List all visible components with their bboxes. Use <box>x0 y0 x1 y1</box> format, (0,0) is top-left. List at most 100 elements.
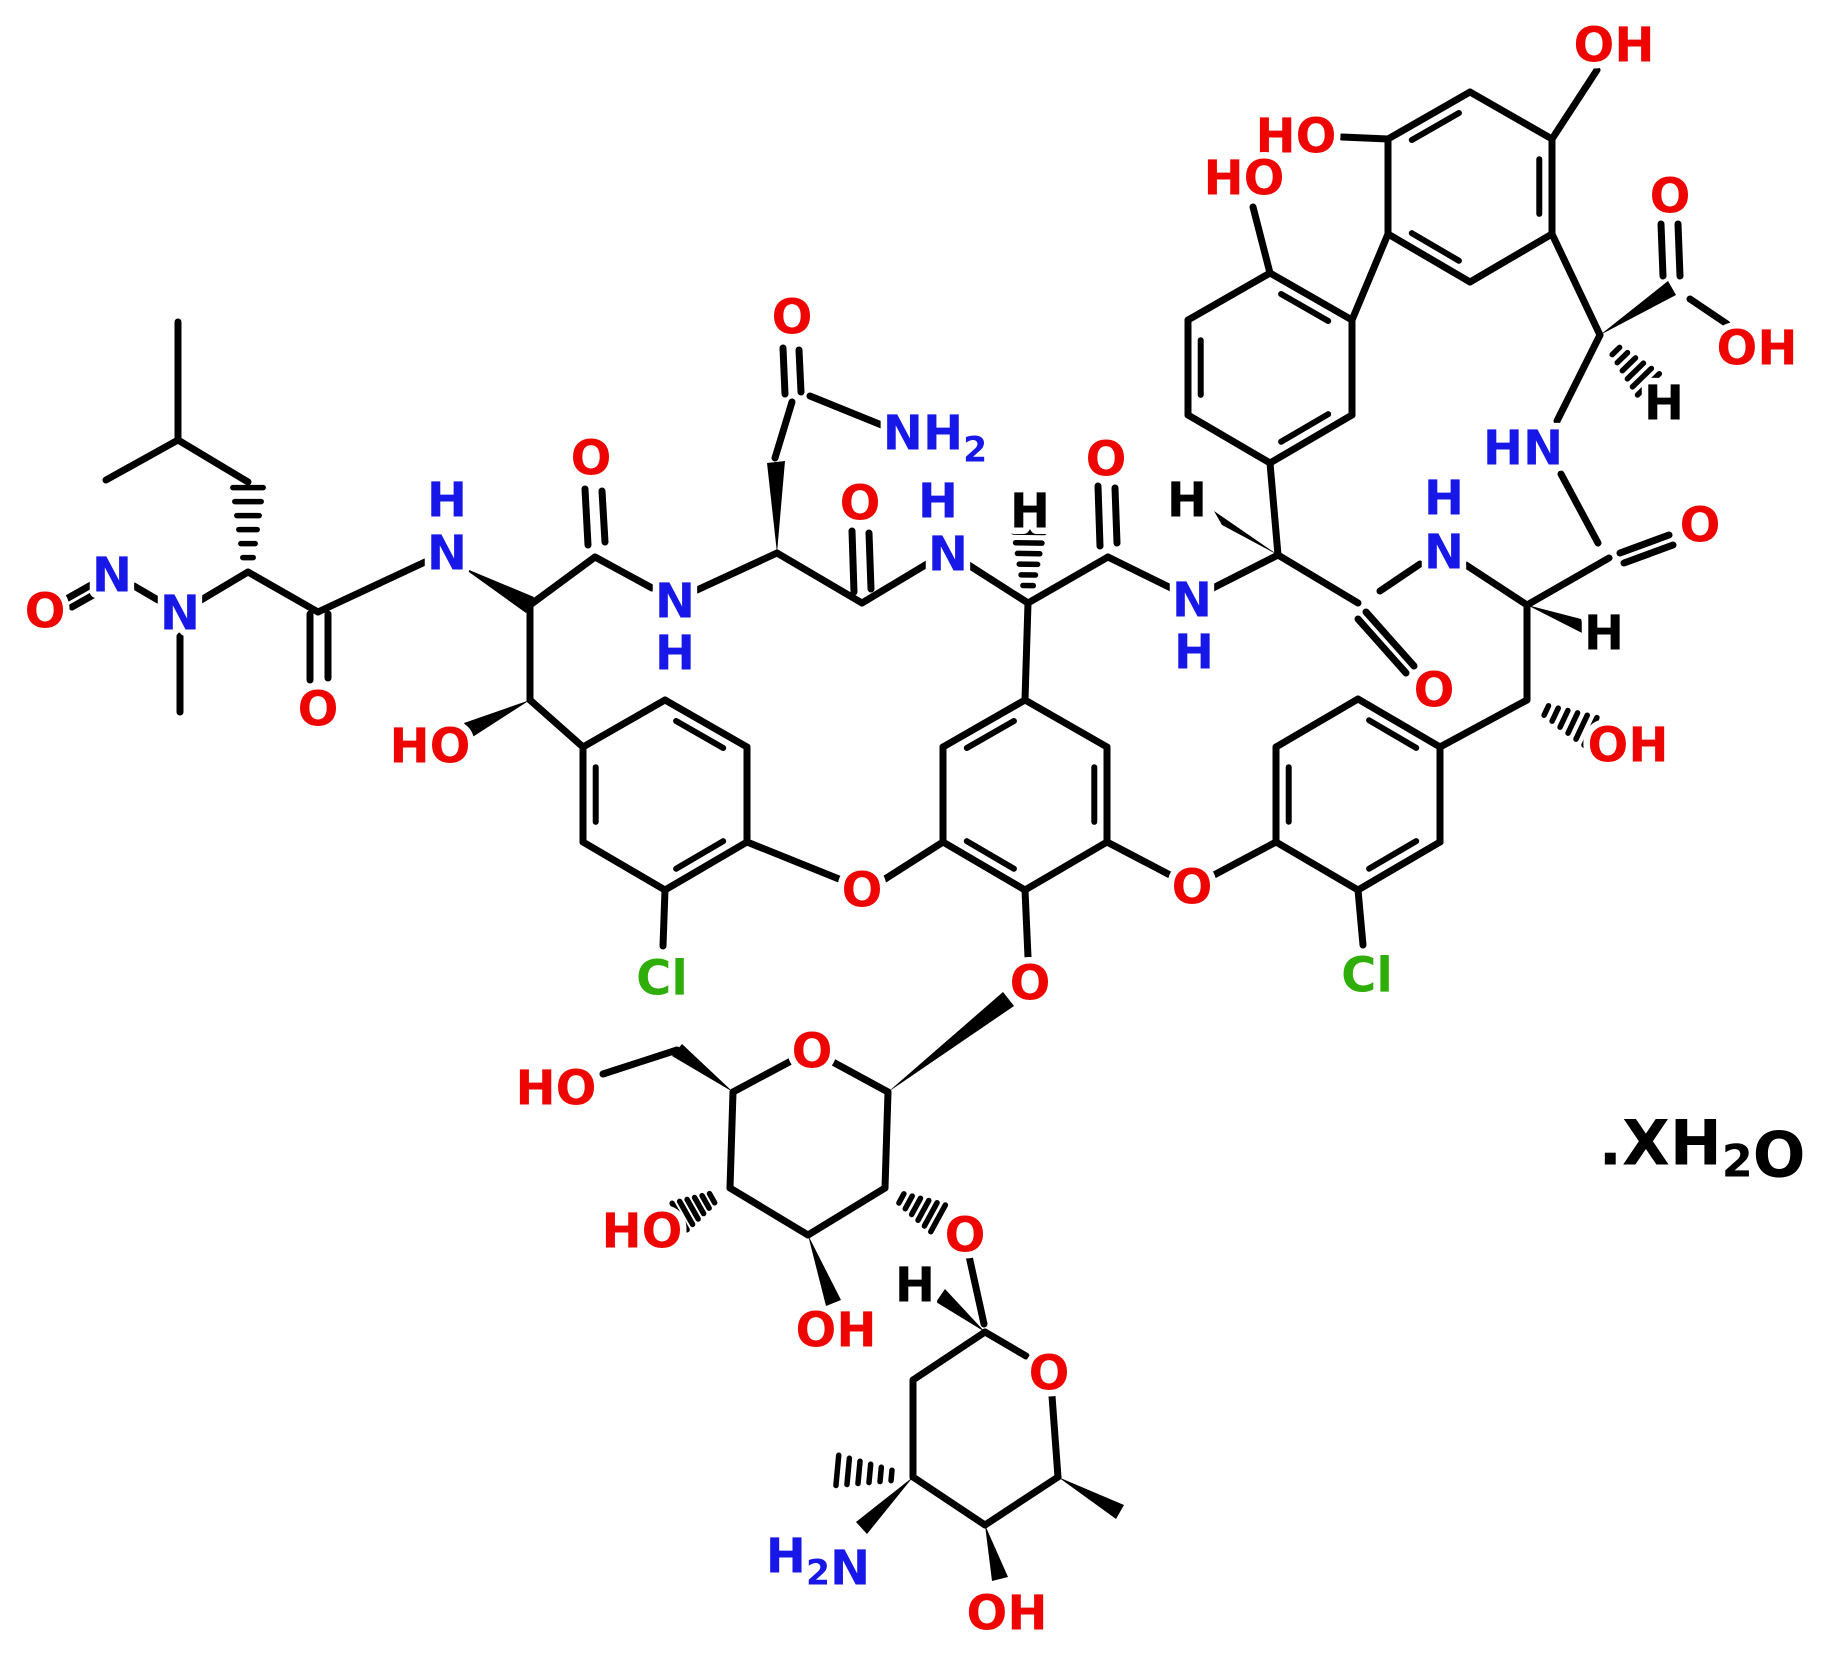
ring-bond <box>1384 88 1474 143</box>
bond-line <box>779 344 789 398</box>
ring-inner-bond <box>1366 717 1420 751</box>
bond-line <box>1436 696 1531 751</box>
atom-label-N: N <box>160 585 200 641</box>
bond-line <box>1354 615 1410 677</box>
ring-inner-bond <box>1278 291 1332 325</box>
stereo-hash-bond <box>896 1191 907 1206</box>
ring-bond <box>1466 230 1556 286</box>
bond-line <box>174 436 252 486</box>
bond-line <box>693 549 781 594</box>
atom-label-HN: HN <box>1483 420 1563 476</box>
stereo-hash-bond <box>1573 712 1591 742</box>
atom-label-H: H <box>1174 624 1214 680</box>
stereo-wedge-bond <box>672 1044 733 1092</box>
ring-inner-bond <box>963 718 1017 752</box>
bond-line <box>64 581 95 602</box>
atom-label-N: N <box>1172 572 1212 628</box>
bond-line <box>981 1328 1030 1360</box>
bond-line <box>244 568 322 616</box>
bond-line <box>1553 331 1604 425</box>
stereo-wedge-bond <box>936 1289 985 1332</box>
atom-label-H: H <box>918 473 958 529</box>
ring-bond <box>939 696 1029 751</box>
stereo-hash-bond <box>888 1467 895 1484</box>
stereo-hash-bond <box>691 1194 707 1217</box>
atom-label-O: O <box>1414 662 1455 718</box>
bond-line <box>881 1088 892 1192</box>
bond-line <box>599 1046 681 1078</box>
stereo-hash-bond <box>1629 365 1655 390</box>
bond-line <box>1338 133 1392 143</box>
ring-bond <box>1266 269 1356 324</box>
stereo-hash-bond <box>1541 703 1552 718</box>
bond-line <box>598 487 609 546</box>
atom-label-H: H <box>1424 470 1464 526</box>
bond-line <box>526 696 587 751</box>
bond-line <box>1616 531 1673 557</box>
atom-label-H: H <box>895 1257 935 1313</box>
ring-bond <box>579 696 669 751</box>
bond-line <box>795 346 805 396</box>
stereo-hash-bond <box>1549 705 1561 724</box>
atom-label-O: O <box>840 475 881 531</box>
atom-label-OH: OH <box>1574 17 1655 73</box>
stereo-hash-bond <box>1581 714 1600 748</box>
bond-line <box>591 553 656 592</box>
atom-label-H: H <box>1644 375 1684 431</box>
bond-line <box>963 560 1032 607</box>
stereo-hash-bond <box>669 1200 690 1233</box>
atom-label-O: O <box>1029 1345 1070 1401</box>
bond-line <box>726 1184 812 1239</box>
bond-line <box>581 485 592 549</box>
bond-line <box>102 436 182 484</box>
ring-inner-bond <box>1408 230 1462 264</box>
bond-line <box>1620 541 1677 567</box>
bond-line <box>197 568 252 604</box>
atom-label-HO: HO <box>602 1203 683 1259</box>
atom-label-HO: HO <box>516 1060 597 1116</box>
atom-label-N: N <box>928 526 968 582</box>
ring-bond <box>1272 838 1362 894</box>
bond-line <box>1104 553 1175 592</box>
ring-bond <box>939 838 1029 894</box>
stereo-wedge-bond <box>462 567 534 613</box>
bond-line <box>1523 554 1613 609</box>
stereo-wedge-bond <box>767 461 785 553</box>
bond-line <box>659 886 669 950</box>
bond-line <box>1274 551 1362 607</box>
ring-inner-bond <box>1278 411 1332 445</box>
ring-inner-bond <box>673 718 727 752</box>
bond-line <box>1686 295 1731 328</box>
ring-bond <box>1466 88 1556 143</box>
ring-bond <box>1354 838 1444 894</box>
atom-label-H: H <box>1167 472 1207 528</box>
atom-label-O: O <box>1086 431 1127 487</box>
atom-label-HO: HO <box>390 718 471 774</box>
atom-label-Cl: Cl <box>1341 947 1393 1003</box>
bond-line <box>909 1473 989 1529</box>
ring-bond <box>579 838 669 894</box>
bond-line <box>1557 470 1602 547</box>
stereo-hash-bond <box>855 1458 863 1487</box>
stereo-hash-bond <box>915 1197 932 1223</box>
ring-bond <box>1021 696 1111 751</box>
stereo-hash-bond <box>902 1193 915 1212</box>
stereo-hash-bond <box>866 1461 874 1486</box>
stereo-hash-bond <box>699 1192 712 1211</box>
stereo-hash-bond <box>676 1198 696 1228</box>
bond-line <box>314 558 429 616</box>
stereo-wedge-bond <box>808 1235 841 1306</box>
stereo-hash-bond <box>928 1202 949 1235</box>
atom-label-O: O <box>1172 859 1213 915</box>
bond-line <box>1024 553 1112 607</box>
stereo-wedge-bond <box>1600 281 1676 335</box>
atom-label-O: O <box>1650 168 1691 224</box>
stereo-wedge-bond <box>888 992 1014 1092</box>
bond-line <box>1048 1392 1062 1481</box>
atom-label-N: N <box>655 573 695 629</box>
bond-line <box>1376 560 1424 595</box>
atom-label-H: H <box>1010 483 1050 539</box>
stereo-wedge-bond <box>1527 605 1586 635</box>
atom-label-N: N <box>1424 524 1464 580</box>
atom-label-H: H <box>655 625 695 681</box>
